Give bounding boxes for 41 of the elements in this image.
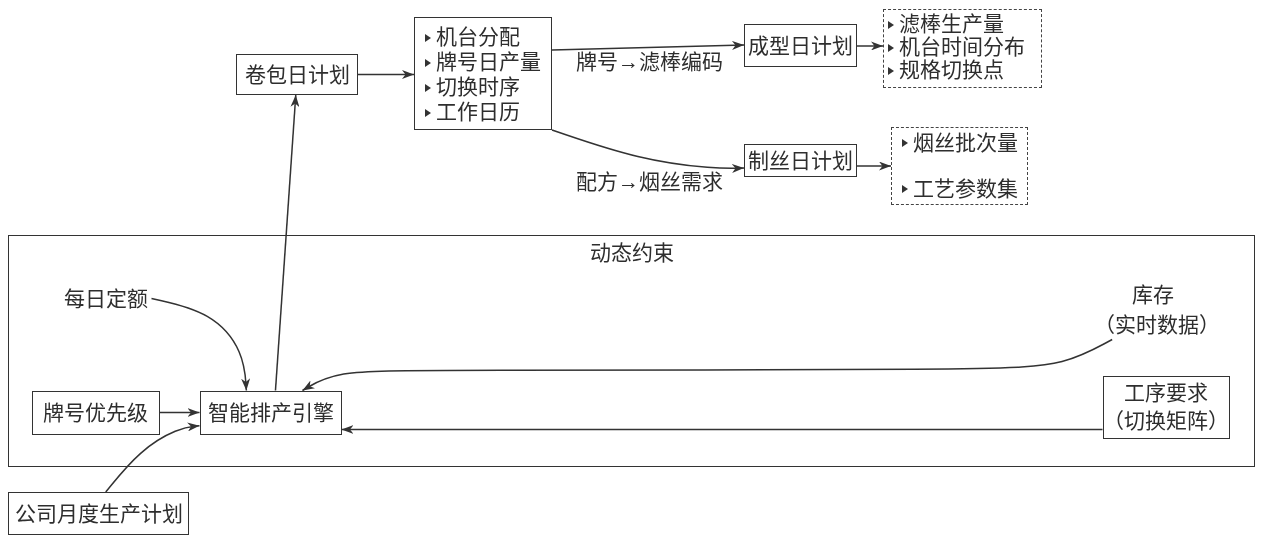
- process-label: 卷包日计划: [244, 62, 350, 87]
- process-label: 牌号优先级: [43, 400, 148, 425]
- output-list-box: [883, 9, 1042, 88]
- output-list-box: [891, 127, 1028, 205]
- list-item-text: 机台分配: [436, 25, 520, 50]
- input-label: 库存（实时数据）: [1089, 279, 1216, 340]
- edge-label: 牌号→滤棒编码: [576, 51, 723, 73]
- process-label: 成型日计划: [748, 33, 853, 58]
- arrow: [301, 338, 1113, 392]
- arrow: [158, 408, 201, 417]
- list-item-text: 切换时序: [436, 75, 520, 100]
- arrow: [551, 129, 745, 173]
- list-item-text: 牌号日产量: [436, 50, 541, 75]
- process-box: [199, 390, 342, 435]
- list-item-text: 工艺参数集: [913, 177, 1018, 201]
- process-box: [8, 492, 189, 535]
- process-label: 工序要求（切换矩阵）: [1103, 380, 1229, 435]
- list-item-text: 工作日历: [436, 100, 520, 125]
- arrow: [340, 425, 1104, 434]
- edge-label: 配方→烟丝需求: [576, 171, 723, 193]
- constraint-panel: [8, 235, 1255, 467]
- panel-title: 动态约束: [589, 241, 674, 265]
- arrow: [856, 41, 884, 51]
- arrow: [357, 70, 415, 79]
- input-label: 每日定额: [59, 283, 152, 314]
- process-label: 公司月度生产计划: [14, 501, 183, 526]
- arrow: [274, 94, 300, 392]
- process-box: [236, 54, 358, 95]
- process-label: 制丝日计划: [748, 148, 853, 173]
- task-list-box: [414, 17, 552, 130]
- process-box: [744, 24, 857, 67]
- arrow: [856, 161, 892, 171]
- process-label: 智能排产引擎: [207, 400, 334, 425]
- list-item-text: 滤棒生产量: [899, 13, 1004, 36]
- arrow: [551, 40, 745, 51]
- arrow: [105, 422, 201, 493]
- process-box: [31, 390, 160, 435]
- arrow: [150, 297, 251, 392]
- list-item-text: 烟丝批次量: [913, 131, 1018, 155]
- list-item-text: 规格切换点: [899, 59, 1004, 82]
- list-item-text: 机台时间分布: [899, 36, 1025, 59]
